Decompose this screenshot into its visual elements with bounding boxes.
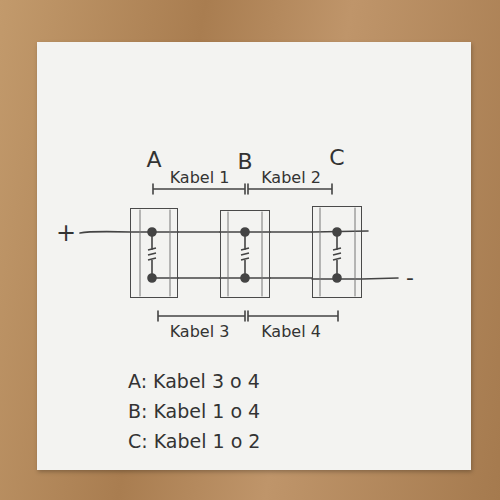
cable-wire — [270, 277, 312, 279]
wire — [80, 232, 178, 233]
note-line: B: Kabel 1 o 4 — [128, 400, 260, 422]
note-line: C: Kabel 1 o 2 — [128, 430, 260, 452]
junction-dot — [241, 274, 249, 282]
box-heading: C — [329, 145, 344, 170]
terminal-sign: - — [406, 265, 414, 290]
bracket — [248, 311, 338, 321]
cable-wire — [270, 231, 312, 233]
cable-label: Kabel 1 — [168, 168, 232, 187]
component-box: B — [220, 210, 270, 298]
cell-symbol — [241, 232, 249, 278]
component-box: A — [130, 208, 178, 298]
junction-dot — [333, 274, 341, 282]
cell-symbol — [241, 228, 249, 282]
box-heading: B — [237, 149, 252, 174]
cable-label: Kabel 4 — [259, 322, 323, 341]
terminal-sign: + — [56, 219, 76, 247]
cable-wire — [178, 231, 220, 233]
cell-symbol — [148, 232, 156, 278]
cable-label: Kabel 2 — [259, 168, 323, 187]
component-box: C — [312, 206, 362, 298]
bracket — [158, 311, 245, 321]
junction-dot — [148, 228, 156, 236]
note-line: A: Kabel 3 o 4 — [128, 370, 260, 392]
box-frame — [320, 208, 355, 296]
junction-dot — [333, 228, 341, 236]
cable-label: Kabel 3 — [168, 322, 232, 341]
cell-symbol — [333, 232, 341, 278]
junction-dot — [241, 228, 249, 236]
cable-wire — [178, 277, 220, 279]
junction-dot — [148, 274, 156, 282]
box-frame — [228, 212, 262, 296]
cell-symbol — [333, 228, 341, 282]
cell-symbol — [148, 228, 156, 282]
box-frame — [140, 210, 170, 296]
box-heading: A — [146, 147, 161, 172]
